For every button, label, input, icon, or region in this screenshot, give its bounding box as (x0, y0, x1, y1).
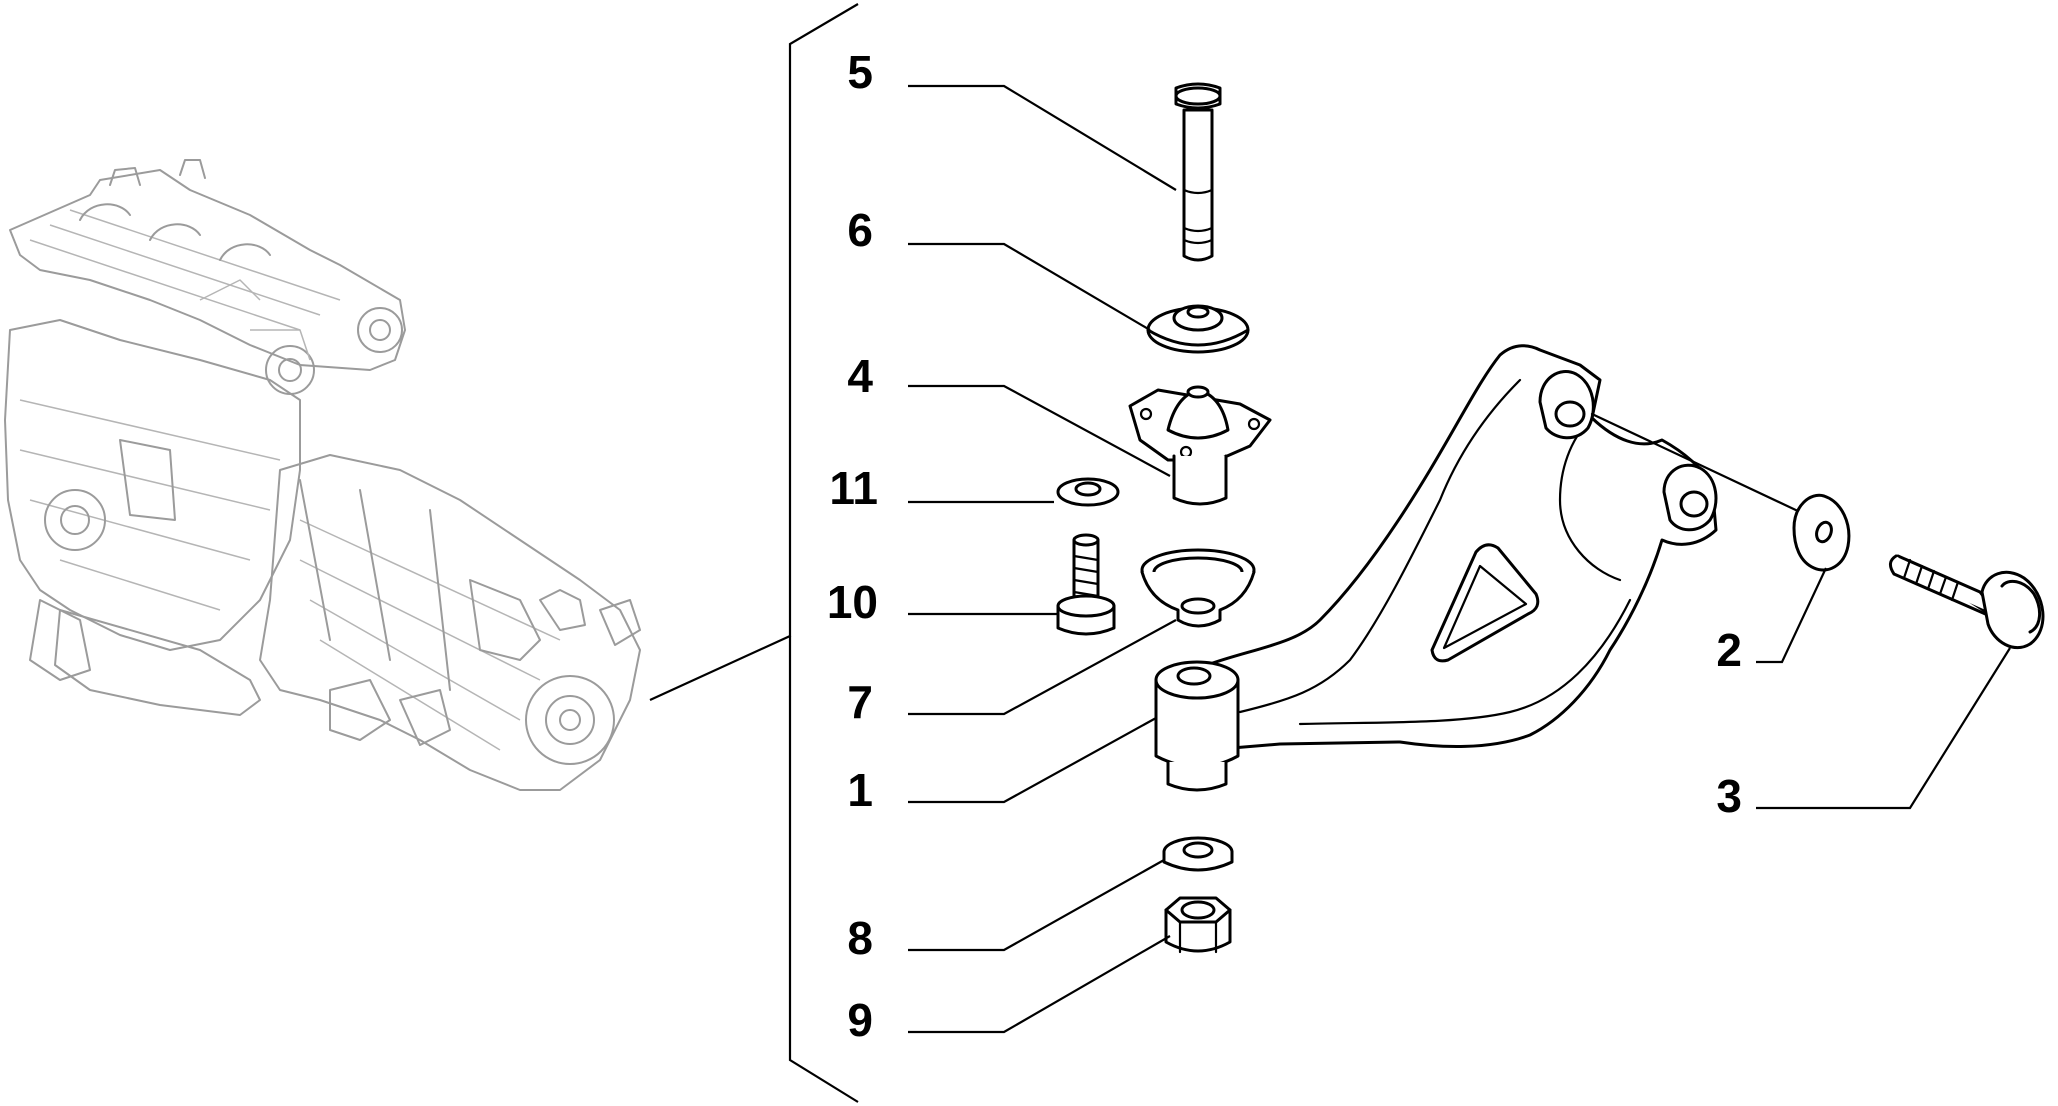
rubber-cup-7 (1140, 548, 1256, 628)
bolt-3 (1889, 554, 2045, 650)
callout-9: 9 (847, 994, 873, 1046)
nut-9 (1164, 896, 1232, 954)
callout-1: 1 (847, 764, 873, 816)
bolt-5 (1174, 82, 1222, 262)
mounting-arm-1 (1154, 344, 1802, 792)
callout-4: 4 (847, 350, 873, 402)
callout-5: 5 (847, 46, 873, 98)
callout-6: 6 (847, 204, 873, 256)
callout-11: 11 (829, 462, 878, 514)
callout-7: 7 (847, 676, 873, 728)
callout-labels: 5 6 4 11 10 7 1 8 9 2 3 (827, 46, 1742, 1046)
engine-gearbox-illustration (4, 159, 641, 791)
exploded-view-bracket (649, 3, 859, 1103)
rubber-mount-4 (1128, 385, 1272, 506)
bolt-10 (1056, 533, 1116, 636)
callout-3: 3 (1716, 770, 1742, 822)
washer-8 (1162, 836, 1234, 872)
cup-washer-6 (1146, 304, 1250, 354)
callout-10: 10 (827, 576, 878, 628)
washer-11 (1056, 477, 1120, 507)
callout-2: 2 (1716, 624, 1742, 676)
leader-lines (908, 84, 2011, 1034)
washer-2 (1792, 493, 1851, 572)
callout-8: 8 (847, 912, 873, 964)
